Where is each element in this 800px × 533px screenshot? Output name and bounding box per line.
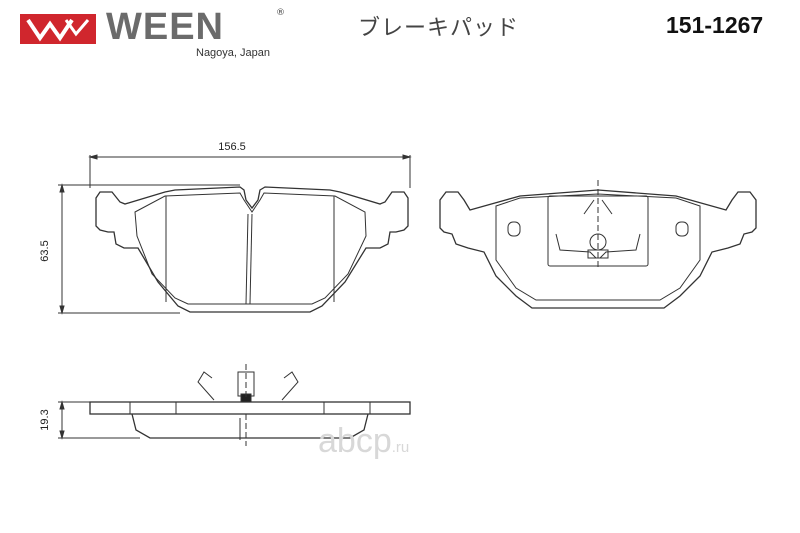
- brand-location: Nagoya, Japan: [196, 47, 270, 59]
- thickness-dimension: [58, 400, 140, 440]
- watermark-suffix: .ru: [391, 439, 410, 456]
- pad-front-view-left: [95, 186, 409, 313]
- registered-mark: ®: [276, 8, 285, 18]
- product-name: ブレーキパッド: [358, 16, 520, 41]
- ween-logo-icon: [20, 14, 96, 44]
- height-dimension-label: 63.5: [39, 240, 51, 261]
- brand-name: WEEN: [106, 6, 224, 48]
- pad-side-view: [89, 364, 411, 446]
- watermark-main: abcp: [318, 422, 392, 460]
- header: WEEN ® Nagoya, Japan ブレーキパッド 151-1267: [0, 0, 800, 70]
- watermark: abcp.ru: [318, 422, 409, 461]
- height-dimension: [58, 183, 240, 315]
- width-dimension: [88, 154, 412, 188]
- width-dimension-label: 156.5: [218, 141, 246, 153]
- thickness-dimension-label: 19.3: [39, 409, 51, 430]
- pad-back-view-right: [439, 180, 757, 309]
- part-number: 151-1267: [666, 12, 764, 38]
